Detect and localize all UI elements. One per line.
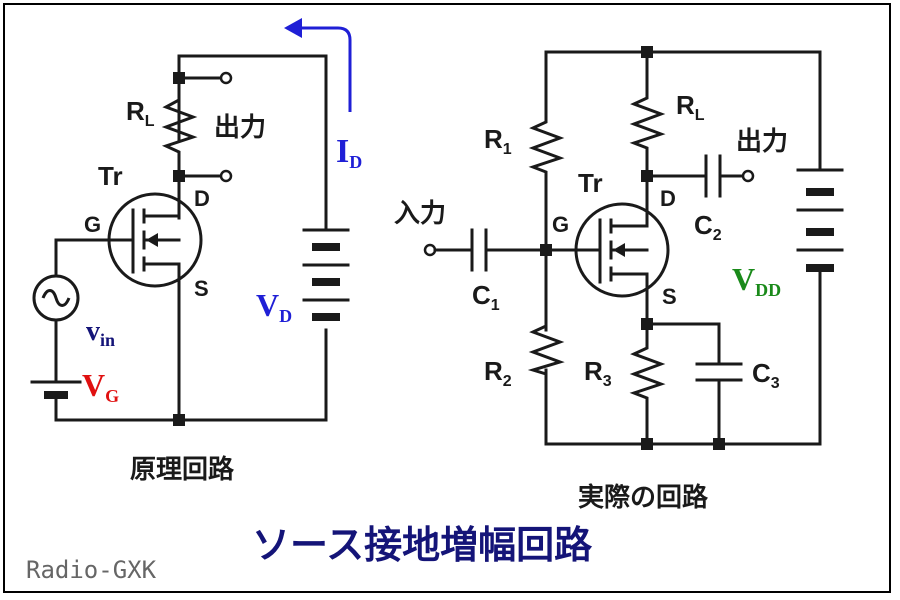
left-output-terminal-top[interactable] bbox=[219, 71, 233, 85]
right-r2-sub: 2 bbox=[503, 373, 512, 390]
right-circuit: R1 R2 R3 RL 出力 入力 Tr G D S C1 C2 C3 VDD … bbox=[394, 46, 844, 512]
right-r3-resistor bbox=[629, 334, 666, 446]
right-fet-source-lead bbox=[609, 272, 649, 338]
arrow-left-icon bbox=[284, 18, 302, 38]
drain-current-arrow bbox=[300, 26, 352, 112]
right-c3-label: C bbox=[752, 358, 771, 388]
right-vdd-plate-6 bbox=[806, 264, 834, 272]
svg-text:R1: R1 bbox=[484, 124, 512, 158]
right-d-label: D bbox=[660, 186, 676, 211]
outer-frame bbox=[3, 3, 891, 593]
svg-text:R3: R3 bbox=[584, 356, 612, 390]
right-r3-label: R bbox=[584, 356, 603, 386]
left-tr-label: Tr bbox=[98, 161, 123, 191]
left-vg-plate-short bbox=[44, 391, 68, 399]
left-vin-label: v bbox=[86, 316, 100, 347]
right-fet-circle bbox=[574, 202, 670, 298]
right-c1-sub: 1 bbox=[491, 297, 500, 314]
right-input-label: 入力 bbox=[394, 198, 446, 228]
svg-text:C3: C3 bbox=[752, 358, 780, 392]
svg-text:R2: R2 bbox=[484, 356, 512, 390]
left-rl-label: R bbox=[126, 96, 145, 126]
right-caption: 実際の回路 bbox=[578, 482, 709, 512]
right-fet-arrow bbox=[613, 243, 625, 257]
right-vdd-label: V bbox=[732, 261, 755, 297]
left-vd-label: V bbox=[256, 287, 279, 323]
left-g-label: G bbox=[84, 212, 101, 237]
right-tr-label: Tr bbox=[578, 168, 603, 198]
svg-text:RL: RL bbox=[676, 90, 705, 124]
svg-text:C1: C1 bbox=[472, 280, 500, 314]
svg-text:VG: VG bbox=[82, 367, 119, 406]
right-r1-resistor bbox=[528, 110, 565, 332]
left-fet-source-lead bbox=[142, 262, 181, 422]
left-fet-drain-lead bbox=[142, 214, 181, 220]
right-r2-label: R bbox=[484, 356, 503, 386]
right-output-terminal[interactable] bbox=[741, 169, 755, 183]
left-vg-label: V bbox=[82, 367, 105, 403]
left-vin-sub: in bbox=[100, 330, 115, 350]
svg-text:vin: vin bbox=[86, 316, 115, 350]
right-g-label: G bbox=[552, 212, 569, 237]
left-rl-resistor bbox=[161, 82, 198, 178]
right-c3-sub: 3 bbox=[771, 375, 780, 392]
right-rl-sub: L bbox=[695, 107, 705, 124]
left-node-top bbox=[173, 72, 185, 84]
left-vg-sub: G bbox=[105, 386, 119, 406]
svg-text:C2: C2 bbox=[694, 210, 722, 244]
right-r1-sub: 1 bbox=[503, 141, 512, 158]
right-rl-label: R bbox=[676, 90, 695, 120]
right-r3-sub: 3 bbox=[603, 373, 612, 390]
left-rl-sub: L bbox=[145, 113, 155, 130]
left-gate-wire bbox=[54, 238, 135, 276]
right-bottom-wire bbox=[544, 270, 822, 446]
svg-text:RL: RL bbox=[126, 96, 155, 130]
right-c1-label: C bbox=[472, 280, 491, 310]
right-vdd-plate-2 bbox=[806, 188, 834, 196]
left-vd-plate-2 bbox=[312, 243, 340, 251]
right-rl-resistor bbox=[629, 50, 666, 218]
right-c2-sub: 2 bbox=[713, 227, 722, 244]
svg-text:VDD: VDD bbox=[732, 261, 781, 300]
watermark: Radio-GXK bbox=[26, 556, 157, 584]
right-output-label: 出力 bbox=[736, 126, 788, 156]
left-node-drain bbox=[173, 170, 185, 182]
right-vdd-plate-4 bbox=[806, 228, 834, 236]
right-c3-wire-top bbox=[645, 322, 721, 364]
left-output-terminal-bottom[interactable] bbox=[219, 169, 233, 183]
right-top-wire-right bbox=[544, 50, 822, 170]
svg-text:VD: VD bbox=[256, 287, 292, 326]
left-vd-sub: D bbox=[279, 306, 292, 326]
right-s-label: S bbox=[662, 284, 677, 309]
left-output-label: 出力 bbox=[214, 112, 266, 142]
left-circuit: RL 出力 Tr G D S ID VD vin VG 原理回路 bbox=[30, 18, 362, 484]
left-vd-plate-4 bbox=[312, 278, 340, 286]
left-caption: 原理回路 bbox=[130, 454, 235, 484]
left-d-label: D bbox=[194, 186, 210, 211]
left-bottom-wire bbox=[54, 328, 328, 422]
svg-text:ID: ID bbox=[336, 133, 362, 172]
right-fet-drain-lead bbox=[609, 212, 649, 228]
left-fet-arrow bbox=[146, 233, 158, 247]
right-c2-label: C bbox=[694, 210, 713, 240]
page-title: ソース接地増幅回路 bbox=[252, 525, 593, 567]
left-s-label: S bbox=[194, 276, 209, 301]
right-r2-resistor bbox=[527, 316, 565, 378]
right-r1-label: R bbox=[484, 124, 503, 154]
left-vd-plate-6 bbox=[312, 313, 340, 321]
left-id-label: I bbox=[336, 133, 349, 170]
left-id-sub: D bbox=[349, 152, 362, 172]
sine-wave-icon bbox=[41, 289, 71, 307]
left-node-ground bbox=[173, 414, 185, 426]
right-vdd-sub: DD bbox=[755, 280, 781, 300]
